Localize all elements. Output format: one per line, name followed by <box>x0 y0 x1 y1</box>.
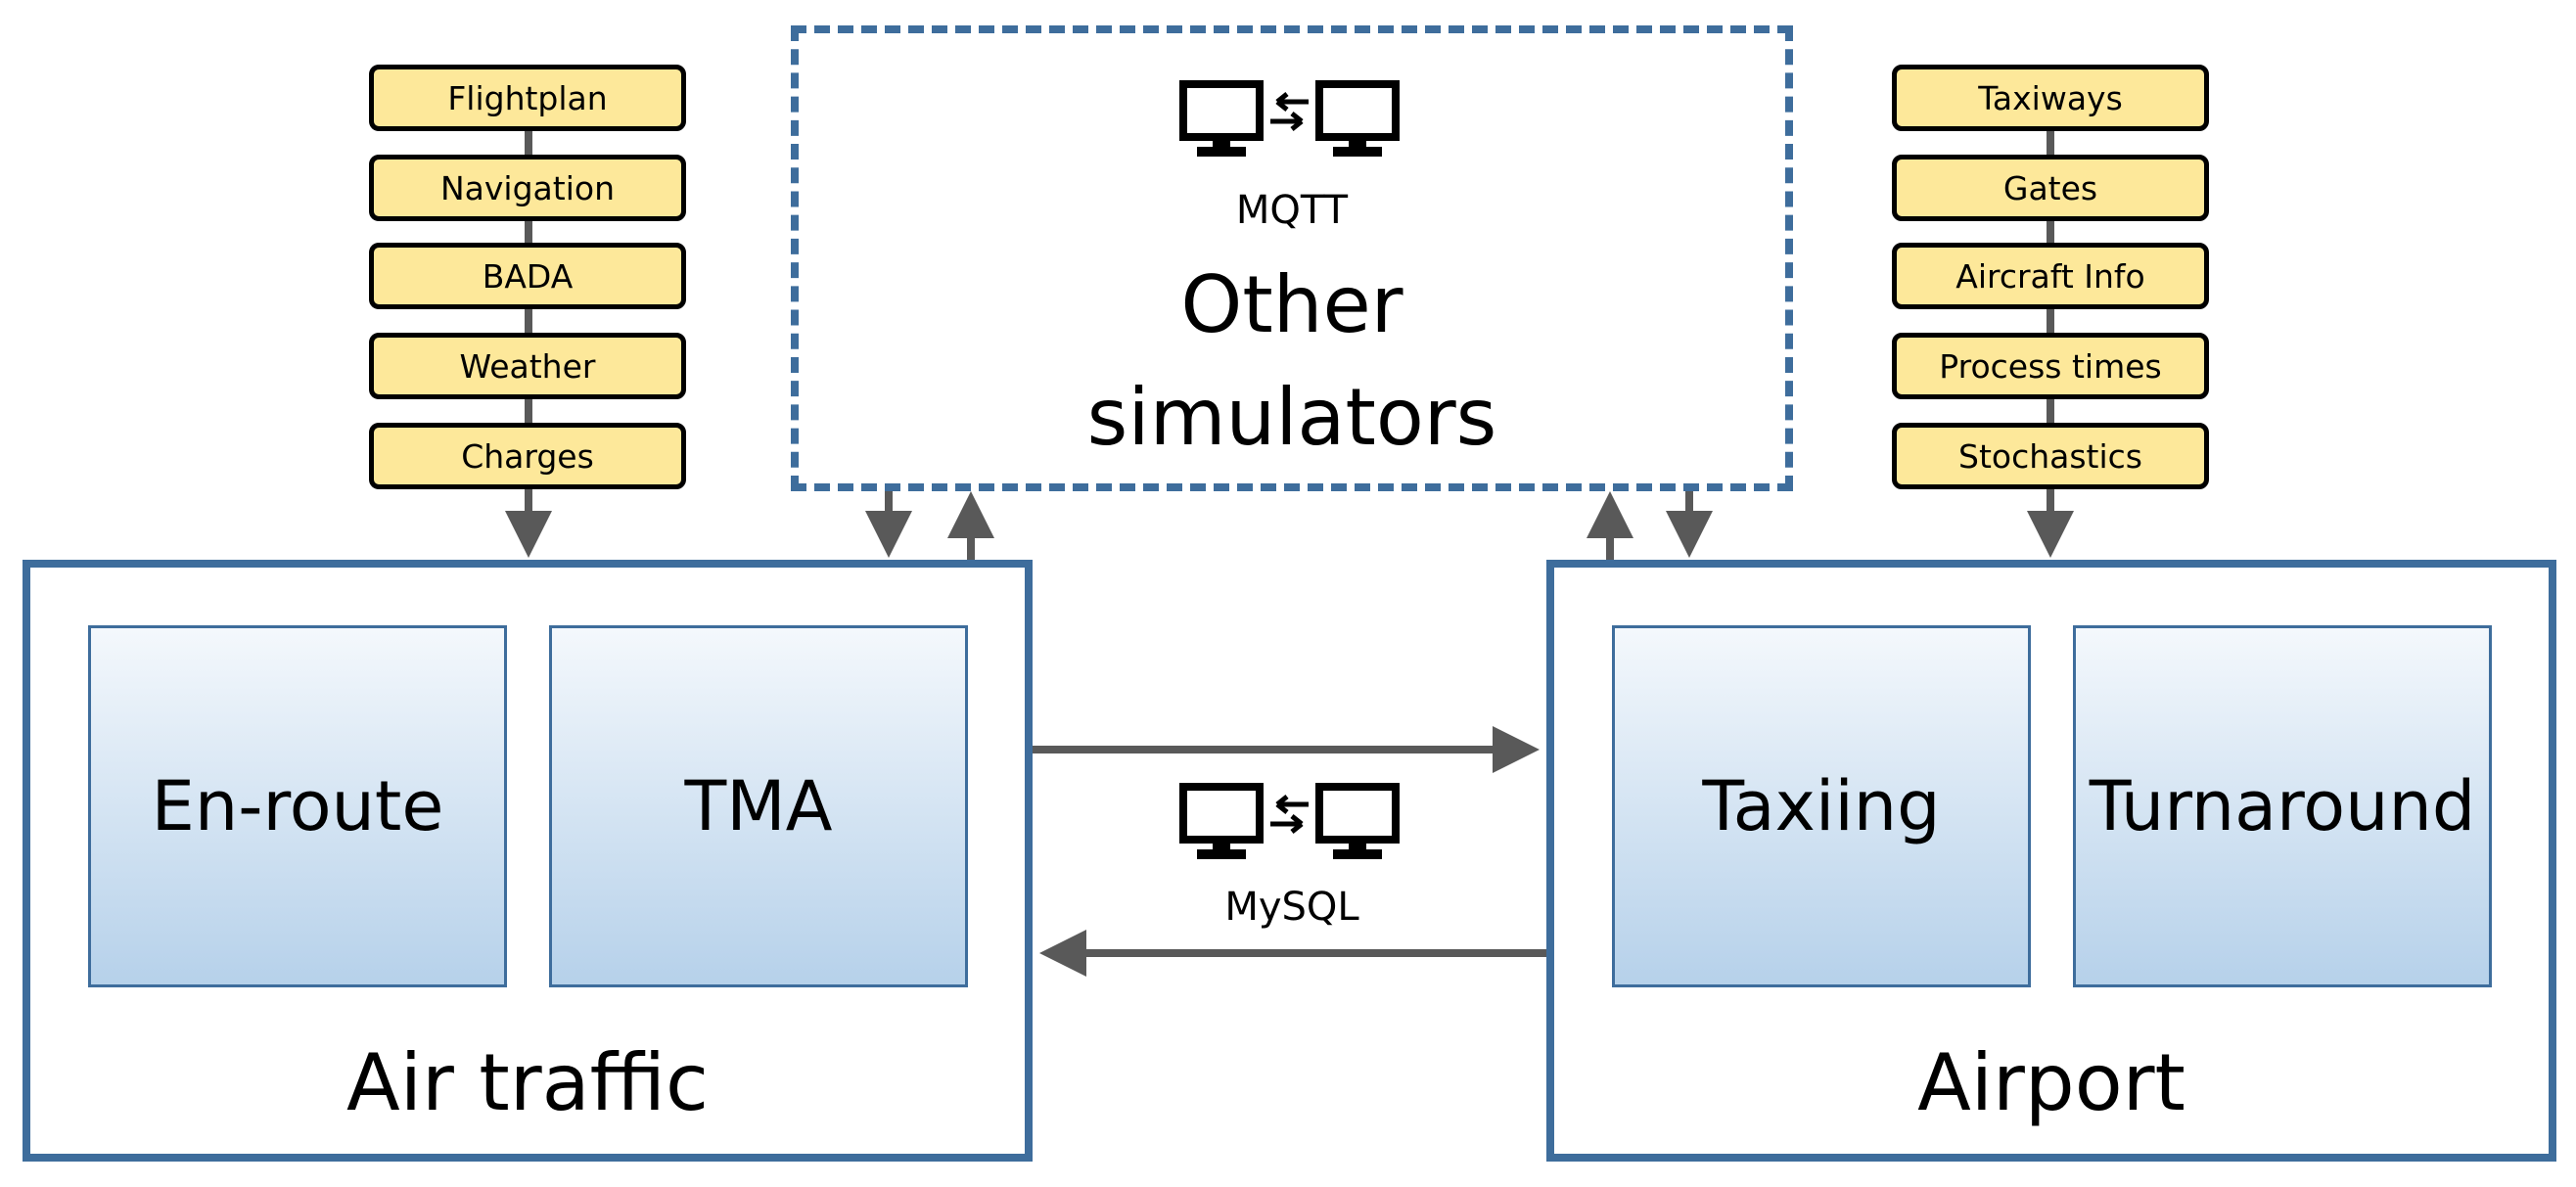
airport-panel: Taxiing Turnaround Airport <box>1546 560 2556 1162</box>
air-traffic-panel: En-route TMA Air traffic <box>23 560 1033 1162</box>
tag-weather: Weather <box>369 333 686 399</box>
mqtt-label: MQTT <box>1235 188 1349 233</box>
tag-aircraft-info: Aircraft Info <box>1892 243 2209 309</box>
mysql-label: MySQL <box>1224 885 1359 930</box>
other-simulators-title-line1: Other <box>1180 259 1403 350</box>
tag-navigation: Navigation <box>369 155 686 221</box>
other-simulators-box <box>791 25 1793 491</box>
air-traffic-title: Air traffic <box>346 1037 709 1128</box>
tag-gates: Gates <box>1892 155 2209 221</box>
network-computers-icon <box>1179 783 1400 859</box>
taxiing-module: Taxiing <box>1612 625 2031 987</box>
tma-module: TMA <box>549 625 968 987</box>
tag-bada: BADA <box>369 243 686 309</box>
airport-title: Airport <box>1917 1037 2185 1128</box>
en-route-module: En-route <box>88 625 507 987</box>
other-simulators-title-line2: simulators <box>1086 372 1497 463</box>
tag-taxiways: Taxiways <box>1892 65 2209 131</box>
tag-stochastics: Stochastics <box>1892 423 2209 489</box>
turnaround-module: Turnaround <box>2073 625 2492 987</box>
tag-process-times: Process times <box>1892 333 2209 399</box>
tag-charges: Charges <box>369 423 686 489</box>
network-computers-icon <box>1179 80 1400 157</box>
tag-flightplan: Flightplan <box>369 65 686 131</box>
